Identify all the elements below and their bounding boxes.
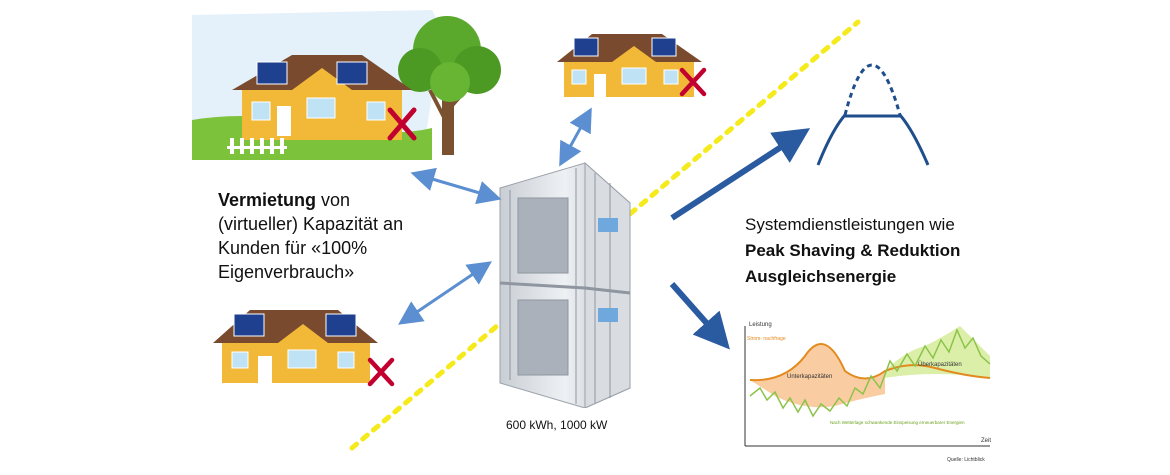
ueberkapazitaeten-label: Überkapazitäten <box>918 361 962 368</box>
wetterlage-label: Nach Wetterlage schwankende Einspeisung … <box>830 420 965 425</box>
unterkapazitaeten-label: Unterkapazitäten <box>787 374 832 380</box>
rental-line3: Kunden für «100% <box>218 238 368 258</box>
arrow-to-graph <box>669 282 730 350</box>
red-cross-icon <box>367 357 395 387</box>
system-services-description: Systemdienstleistungen wie Peak Shaving … <box>745 212 960 290</box>
x-axis-label: Zeit <box>981 438 991 444</box>
arrow-to-bottom-left-house <box>398 261 492 325</box>
rental-line1-rest: von <box>316 190 351 210</box>
source-label: Quelle: Lichtblick <box>947 457 985 463</box>
services-line2: Peak Shaving & Reduktion <box>745 241 961 260</box>
house-with-tree-illustration <box>192 10 501 160</box>
house-small-bottom-illustration <box>213 310 395 387</box>
supply-demand-graph: Leistung Zeit Quelle: Lichtblick Strom- … <box>744 322 991 463</box>
storage-container-illustration <box>499 161 631 408</box>
house-small-top-illustration <box>557 34 707 97</box>
rental-title: Vermietung <box>218 190 317 210</box>
red-cross-icon <box>387 107 417 141</box>
services-line1: Systemdienstleistungen wie <box>745 215 955 234</box>
rental-line4: Eigenverbrauch» <box>218 262 355 282</box>
red-cross-icon <box>679 67 707 97</box>
arrow-to-peak-shaving <box>670 128 811 221</box>
stromnachfrage-label: Strom- nachfrage <box>747 336 786 342</box>
rental-line2: (virtueller) Kapazität an <box>218 214 404 234</box>
services-line3: Ausgleichsenergie <box>745 267 897 286</box>
arrow-to-top-left-house <box>410 167 502 205</box>
rental-description: Vermietung von (virtueller) Kapazität an… <box>218 188 403 284</box>
y-axis-label: Leistung <box>749 322 772 328</box>
storage-caption: 600 kWh, 1000 kW <box>506 418 608 432</box>
peak-shaving-curve <box>816 63 930 166</box>
arrow-to-top-house <box>559 107 592 167</box>
